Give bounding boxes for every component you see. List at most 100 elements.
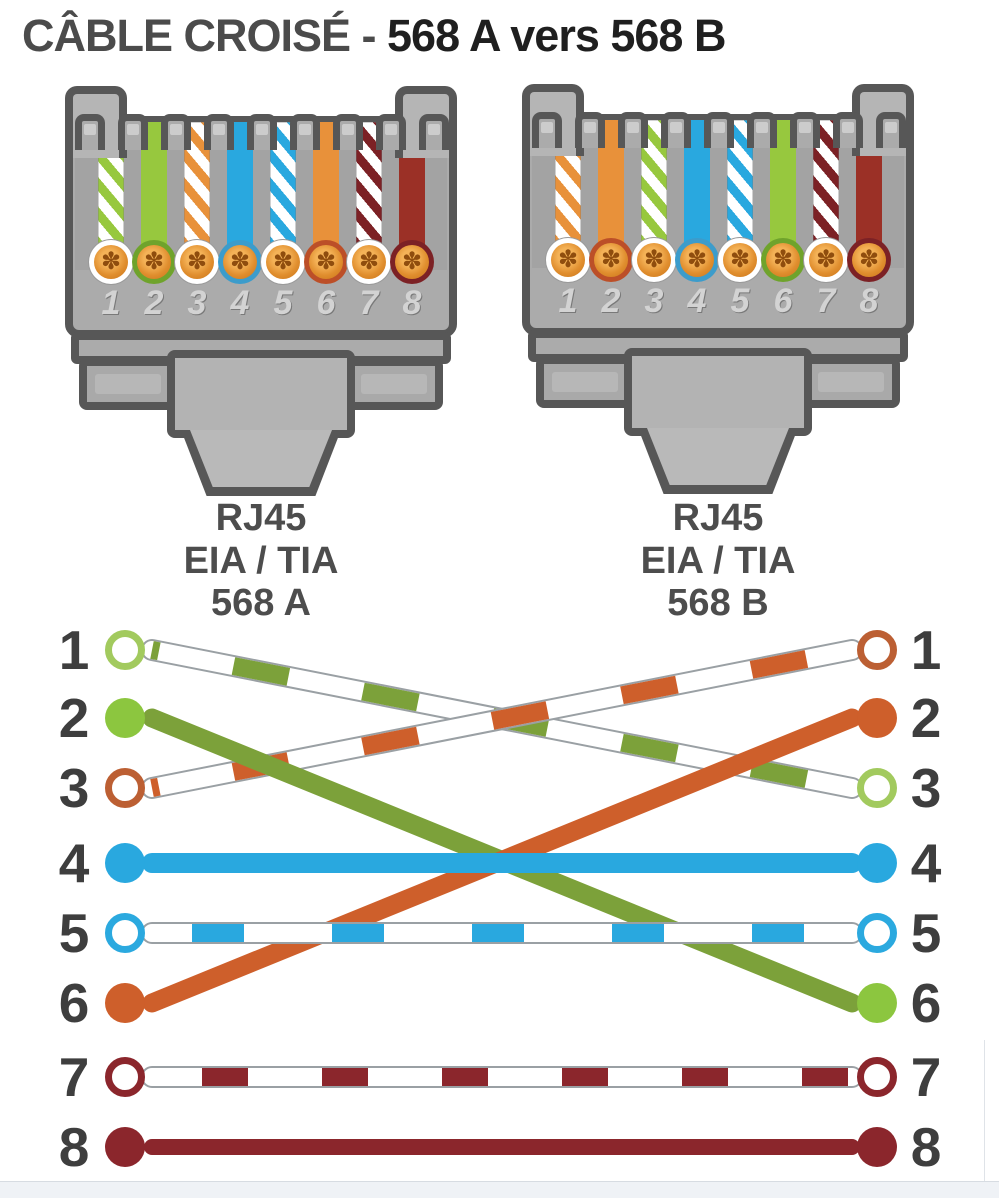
page-title: CÂBLE CROISÉ - 568 A vers 568 B [22, 10, 982, 62]
connector-pin-number: 5 [273, 284, 293, 322]
rj45-connector-568b: ✽1✽2✽3✽4✽5✽6✽7✽8 [522, 84, 914, 499]
pin-dot-outlined-green [105, 630, 145, 670]
connector-clip-tab [181, 430, 341, 496]
crimp-circle-pin3: ✽ [632, 238, 676, 282]
crimp-circle-pin3: ✽ [175, 240, 219, 284]
connector-pin-number: 6 [316, 284, 336, 322]
side-block-inset [361, 374, 427, 394]
copper-strands-icon: ✽ [309, 245, 343, 279]
connector-pin-number: 7 [359, 284, 379, 322]
tooth-notch [626, 122, 639, 133]
title-standards: 568 A vers 568 B [387, 10, 726, 61]
schematic-pin-number: 2 [911, 687, 942, 749]
connector-side-block-left [536, 356, 634, 408]
pin-dot-solid-green [857, 983, 897, 1023]
schematic-pin-number: 4 [911, 832, 942, 894]
tooth-notch [341, 124, 354, 135]
connector-tooth [74, 114, 105, 150]
tooth-notch [384, 124, 397, 135]
connector-side-block-right [345, 358, 443, 410]
connector-label-line: RJ45 [215, 497, 307, 539]
pin-dot-outlined-orange [857, 630, 897, 670]
connector-tooth [160, 114, 191, 150]
crimp-circle-pin4: ✽ [675, 238, 719, 282]
title-main: CÂBLE CROISÉ - [22, 10, 388, 61]
connector-tooth [832, 112, 863, 148]
connector-pin-number: 2 [601, 282, 621, 320]
right-edge-line [984, 1040, 985, 1181]
pin-dot-outlined-brown [105, 1057, 145, 1097]
connector-side-block-right [802, 356, 900, 408]
schematic-pin-number: 3 [59, 757, 90, 819]
crimp-circle-pin5: ✽ [261, 240, 305, 284]
connector-label-line: EIA / TIA [183, 539, 339, 582]
connector-tooth [203, 114, 234, 150]
crimp-circle-pin6: ✽ [304, 240, 348, 284]
tooth-notch [83, 124, 96, 135]
connector-pin-number: 3 [187, 284, 207, 322]
copper-strands-icon: ✽ [594, 243, 628, 277]
side-block-inset [95, 374, 161, 394]
schematic-pin-number: 2 [59, 687, 90, 749]
connector-pin-number: 8 [402, 284, 422, 322]
connector-pin-number: 3 [644, 282, 664, 320]
tooth-notch [798, 122, 811, 133]
schematic-pin-number: 5 [911, 902, 942, 964]
schematic-pin-number: 6 [911, 972, 942, 1034]
tooth-notch [884, 122, 897, 133]
connector-tooth [574, 112, 605, 148]
pin-dot-solid-orange [105, 983, 145, 1023]
copper-strands-icon: ✽ [94, 245, 128, 279]
connector-label-line: EIA / TIA [640, 539, 796, 582]
copper-strands-icon: ✽ [766, 243, 800, 277]
copper-strands-icon: ✽ [723, 243, 757, 277]
schematic-pin-number: 8 [911, 1116, 942, 1178]
connector-tooth [703, 112, 734, 148]
connector-tooth [789, 112, 820, 148]
connector-tooth [746, 112, 777, 148]
tooth-notch [427, 124, 440, 135]
connector-pin-number: 4 [230, 284, 250, 322]
connector-pin-number: 4 [687, 282, 707, 320]
connector-label-line: 568 B [667, 582, 769, 625]
tooth-notch [255, 124, 268, 135]
pin-dot-solid-brown [105, 1127, 145, 1167]
copper-strands-icon: ✽ [395, 245, 429, 279]
tooth-notch [669, 122, 682, 133]
tooth-notch [126, 124, 139, 135]
crimp-circle-pin2: ✽ [132, 240, 176, 284]
crimp-circle-pin1: ✽ [89, 240, 133, 284]
schematic-pin-number: 6 [59, 972, 90, 1034]
copper-strands-icon: ✽ [266, 245, 300, 279]
connector-tooth [375, 114, 406, 150]
crimp-circle-pin8: ✽ [390, 240, 434, 284]
crimp-circle-pin8: ✽ [847, 238, 891, 282]
schematic-pin-number: 7 [911, 1046, 942, 1108]
crimp-circle-pin6: ✽ [761, 238, 805, 282]
connector-tooth [332, 114, 363, 150]
copper-strands-icon: ✽ [852, 243, 886, 277]
copper-strands-icon: ✽ [180, 245, 214, 279]
connector-label-line: 568 A [211, 582, 311, 625]
connector-pin-number: 1 [101, 284, 121, 322]
crimp-circle-pin7: ✽ [347, 240, 391, 284]
connector-pin-number: 8 [859, 282, 879, 320]
side-block-inset [818, 372, 884, 392]
pin-dot-solid-blue [857, 843, 897, 883]
connector-tooth [246, 114, 277, 150]
connector-clip-tab [638, 428, 798, 494]
copper-strands-icon: ✽ [680, 243, 714, 277]
tooth-notch [712, 122, 725, 133]
schematic-pin-number: 1 [59, 619, 90, 681]
crimp-circle-pin5: ✽ [718, 238, 762, 282]
connector-tooth [660, 112, 691, 148]
connector-tooth [875, 112, 906, 148]
pin-dot-solid-orange [857, 698, 897, 738]
connector-pin-number: 6 [773, 282, 793, 320]
clip-tab-inset [647, 428, 789, 485]
pin-dot-outlined-green [857, 768, 897, 808]
